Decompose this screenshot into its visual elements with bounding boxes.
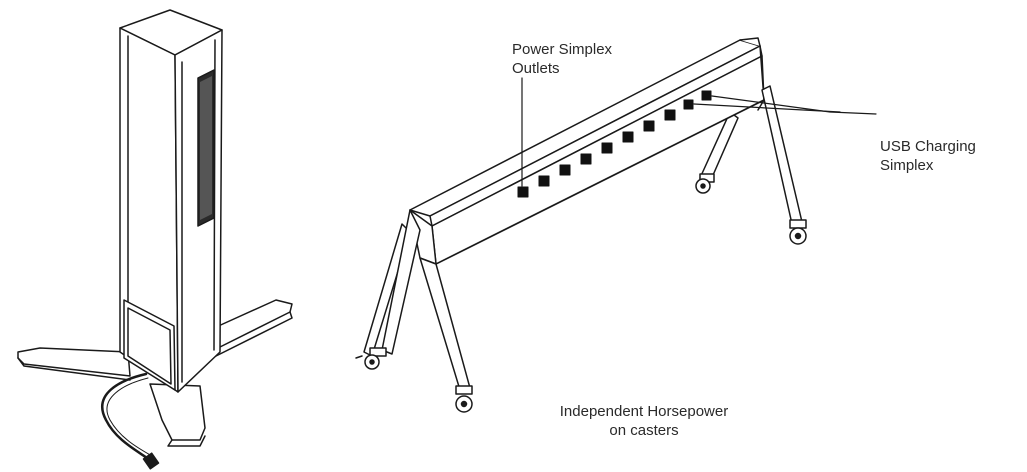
charging-tower bbox=[17, 9, 293, 470]
callout-usb-line-2 bbox=[693, 103, 841, 113]
label-usb-charging-simplex: USB Charging Simplex bbox=[880, 137, 976, 175]
caster-front-left bbox=[355, 347, 387, 370]
usb-port-2 bbox=[701, 90, 712, 101]
caster-front-right bbox=[789, 219, 807, 245]
tower-access-panel bbox=[123, 299, 176, 391]
power-cord bbox=[101, 372, 160, 470]
horsepower-stand bbox=[355, 37, 807, 413]
caster-rear-right bbox=[695, 173, 715, 194]
outlet-8 bbox=[664, 109, 676, 121]
label-line: Simplex bbox=[880, 157, 934, 174]
callout-lines bbox=[521, 77, 877, 187]
outlet-3 bbox=[559, 164, 571, 176]
caster-front-center bbox=[455, 385, 473, 413]
left-end-frame bbox=[381, 209, 471, 391]
right-end-frame bbox=[757, 45, 803, 225]
outlet-2 bbox=[538, 175, 550, 187]
power-outlets bbox=[517, 90, 712, 198]
label-line: USB Charging bbox=[880, 138, 976, 155]
outlet-7 bbox=[643, 120, 655, 132]
outlet-6 bbox=[622, 131, 634, 143]
outlet-1 bbox=[517, 186, 529, 198]
label-line: Independent Horsepower bbox=[559, 403, 729, 420]
label-independent-horsepower: Independent Horsepower on casters bbox=[544, 402, 744, 440]
tower-body bbox=[119, 9, 223, 393]
label-line: Outlets bbox=[512, 60, 560, 77]
label-line: on casters bbox=[609, 422, 679, 439]
usb-port-1 bbox=[683, 99, 694, 110]
outlet-5 bbox=[601, 142, 613, 154]
label-power-simplex-outlets: Power Simplex Outlets bbox=[512, 40, 612, 78]
tower-vent-grille bbox=[197, 69, 215, 227]
outlet-4 bbox=[580, 153, 592, 165]
label-line: Power Simplex bbox=[512, 41, 613, 58]
